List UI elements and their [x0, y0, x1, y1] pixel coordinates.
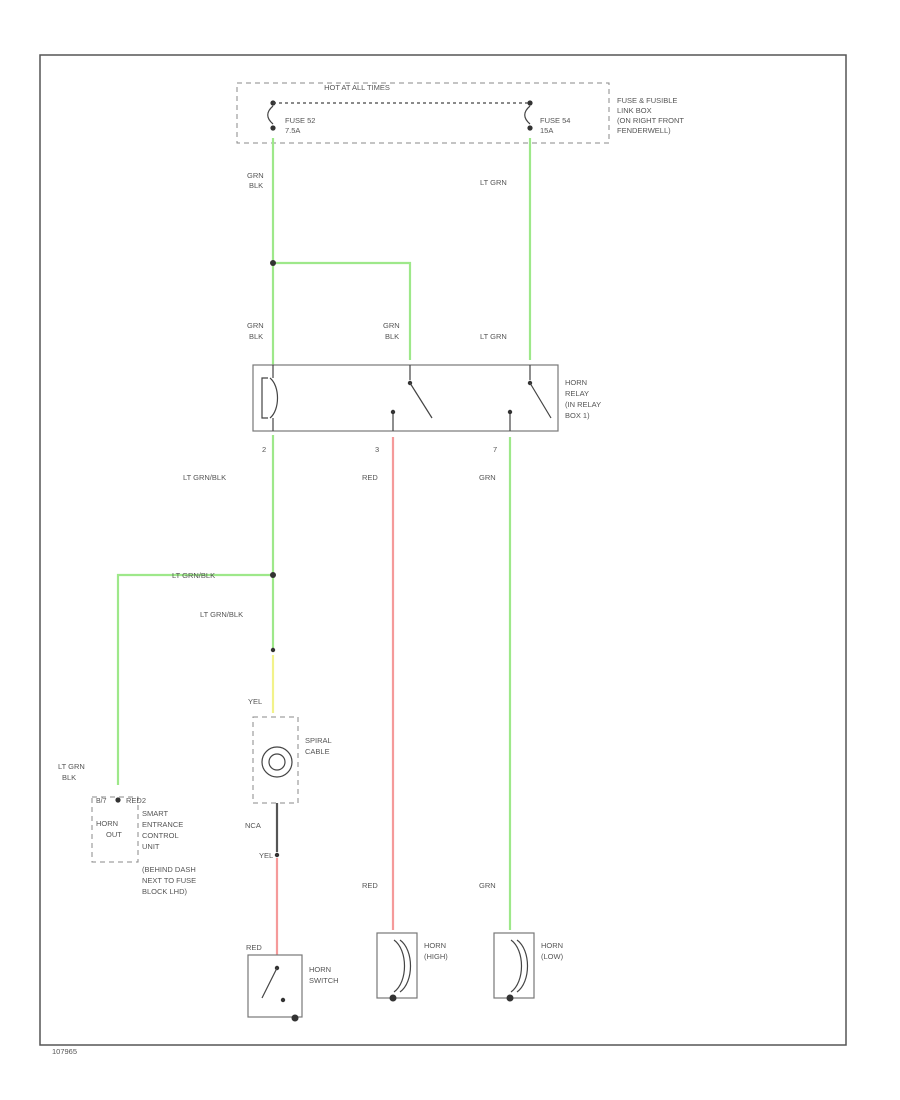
relay-label-2: RELAY — [565, 389, 589, 398]
spiral-cable: SPIRAL CABLE — [252, 716, 332, 804]
horn-low: HORN (LOW) — [493, 932, 564, 1002]
fuse-left-element — [267, 105, 274, 125]
label-grn-blk-left-1: GRN — [247, 321, 264, 330]
horn-low-ground — [506, 994, 514, 1002]
spiral-cable-label-1: SPIRAL — [305, 736, 332, 745]
horn-switch-label-2: SWITCH — [309, 976, 339, 985]
diagram-frame — [39, 54, 847, 1046]
relay-pin-7: 7 — [493, 445, 497, 454]
fuse-left-rating: 7.5A — [285, 126, 300, 135]
fuse-block-desc-4: FENDERWELL) — [617, 126, 671, 135]
smart-unit-desc-3: CONTROL — [142, 831, 179, 840]
relay-pin-2: 2 — [262, 445, 266, 454]
label-yel-2: YEL — [259, 851, 273, 860]
label-grn-blk-mid-2: BLK — [385, 332, 399, 341]
wire-grn-blk-splice-branch — [273, 261, 412, 360]
label-red-horn-high: RED — [362, 881, 378, 890]
label-lt-grn-blk-branch: LT GRN/BLK — [172, 571, 215, 580]
label-grn-horn-low: GRN — [479, 881, 496, 890]
horn-switch-blade — [261, 967, 278, 999]
relay-switch-right-fixed-contact — [507, 409, 513, 415]
smart-entrance-control-unit: B/7 RED2 HORN OUT SMART ENTRANCE CONTROL… — [91, 796, 196, 896]
label-red-relay-out: RED — [362, 473, 378, 482]
relay-label-1: HORN — [565, 378, 587, 387]
fuse-left-name: FUSE 52 — [285, 116, 315, 125]
smart-unit-pin-dot — [115, 797, 121, 803]
smart-unit-desc-2: ENTRANCE — [142, 820, 183, 829]
smart-unit-note-2: NEXT TO FUSE — [142, 876, 196, 885]
fuse-block-desc-2: LINK BOX — [617, 106, 652, 115]
label-lt-grn-blk-left-2: BLK — [62, 773, 76, 782]
horn-low-label-1: HORN — [541, 941, 563, 950]
fuse-right-terminal-bottom — [527, 125, 533, 131]
horn-switch-ground — [291, 1014, 299, 1022]
figure-id: 107965 — [52, 1047, 77, 1056]
horn-high-ground — [389, 994, 397, 1002]
smart-unit-side-1: HORN — [96, 819, 118, 828]
relay-switch-mid-blade — [409, 382, 433, 419]
horn-switch-contact-bottom — [280, 997, 286, 1003]
horn-high-label-2: (HIGH) — [424, 952, 448, 961]
label-grn-blk-upper-2: BLK — [249, 181, 263, 190]
spiral-cable-ring-outer — [261, 746, 293, 778]
label-grn-blk-mid-1: GRN — [383, 321, 400, 330]
smart-unit-side-2: OUT — [106, 830, 122, 839]
wires — [116, 138, 532, 955]
label-grn-relay-out: GRN — [479, 473, 496, 482]
horn-relay: 2 3 7 HORN RELAY (IN RELAY BOX 1) — [252, 364, 601, 454]
splice-point-lower — [270, 572, 276, 578]
connector-pin-upper — [270, 647, 276, 653]
relay-switch-mid-fixed-contact — [390, 409, 396, 415]
wire-lt-grn-blk-to-smart-unit — [116, 573, 273, 785]
label-grn-blk-left-2: BLK — [249, 332, 263, 341]
spiral-cable-outline — [252, 716, 299, 804]
horn-high-body — [376, 932, 418, 999]
horn-low-body — [493, 932, 535, 999]
horn-low-bell — [510, 939, 528, 993]
fuse-right-name: FUSE 54 — [540, 116, 570, 125]
relay-label-4: BOX 1) — [565, 411, 590, 420]
fuse-block-desc-3: (ON RIGHT FRONT — [617, 116, 684, 125]
smart-unit-desc-1: SMART — [142, 809, 169, 818]
fuse-right-rating: 15A — [540, 126, 553, 135]
label-lt-grn-relay: LT GRN — [480, 332, 507, 341]
fuse-left-terminal-bottom — [270, 125, 276, 131]
fuse-block-desc-1: FUSE & FUSIBLE — [617, 96, 677, 105]
horn-high-label-1: HORN — [424, 941, 446, 950]
label-lt-grn-blk-left-1: LT GRN — [58, 762, 85, 771]
label-grn-blk-upper-1: GRN — [247, 171, 264, 180]
fuse-right-element — [524, 105, 531, 125]
horn-switch-box — [247, 954, 303, 1018]
relay-label-3: (IN RELAY — [565, 400, 601, 409]
relay-coil-symbol — [261, 377, 279, 419]
fuse-block: HOT AT ALL TIMES FUSE 52 7.5A FUSE 54 15… — [236, 82, 684, 144]
fuse-right-terminal-top — [527, 100, 533, 106]
smart-unit-note-3: BLOCK LHD) — [142, 887, 188, 896]
connector-pin-lower — [274, 852, 280, 858]
label-lt-grn-blk-relay-out: LT GRN/BLK — [183, 473, 226, 482]
label-red-horn-switch: RED — [246, 943, 262, 952]
label-yel: YEL — [248, 697, 262, 706]
relay-switch-right-blade — [529, 382, 552, 419]
horn-high-bell — [393, 939, 411, 993]
fuse-block-header: HOT AT ALL TIMES — [324, 83, 390, 92]
smart-unit-pin: B/7 — [96, 798, 107, 805]
splice-point-upper — [270, 260, 276, 266]
smart-unit-desc-4: UNIT — [142, 842, 160, 851]
label-lt-grn-blk-lower: LT GRN/BLK — [200, 610, 243, 619]
label-nca: NCA — [245, 821, 261, 830]
horn-switch-label-1: HORN — [309, 965, 331, 974]
smart-unit-note-1: (BEHIND DASH — [142, 865, 196, 874]
spiral-cable-label-2: CABLE — [305, 747, 330, 756]
spiral-cable-ring-inner — [268, 753, 286, 771]
smart-unit-pin-label: RED2 — [126, 796, 146, 805]
label-lt-grn-upper: LT GRN — [480, 178, 507, 187]
horn-low-label-2: (LOW) — [541, 952, 564, 961]
horn-switch: HORN SWITCH — [247, 954, 339, 1022]
horn-relay-box — [252, 364, 559, 432]
smart-unit-outline — [91, 796, 139, 863]
horn-high: HORN (HIGH) — [376, 932, 448, 1002]
relay-pin-3: 3 — [375, 445, 379, 454]
